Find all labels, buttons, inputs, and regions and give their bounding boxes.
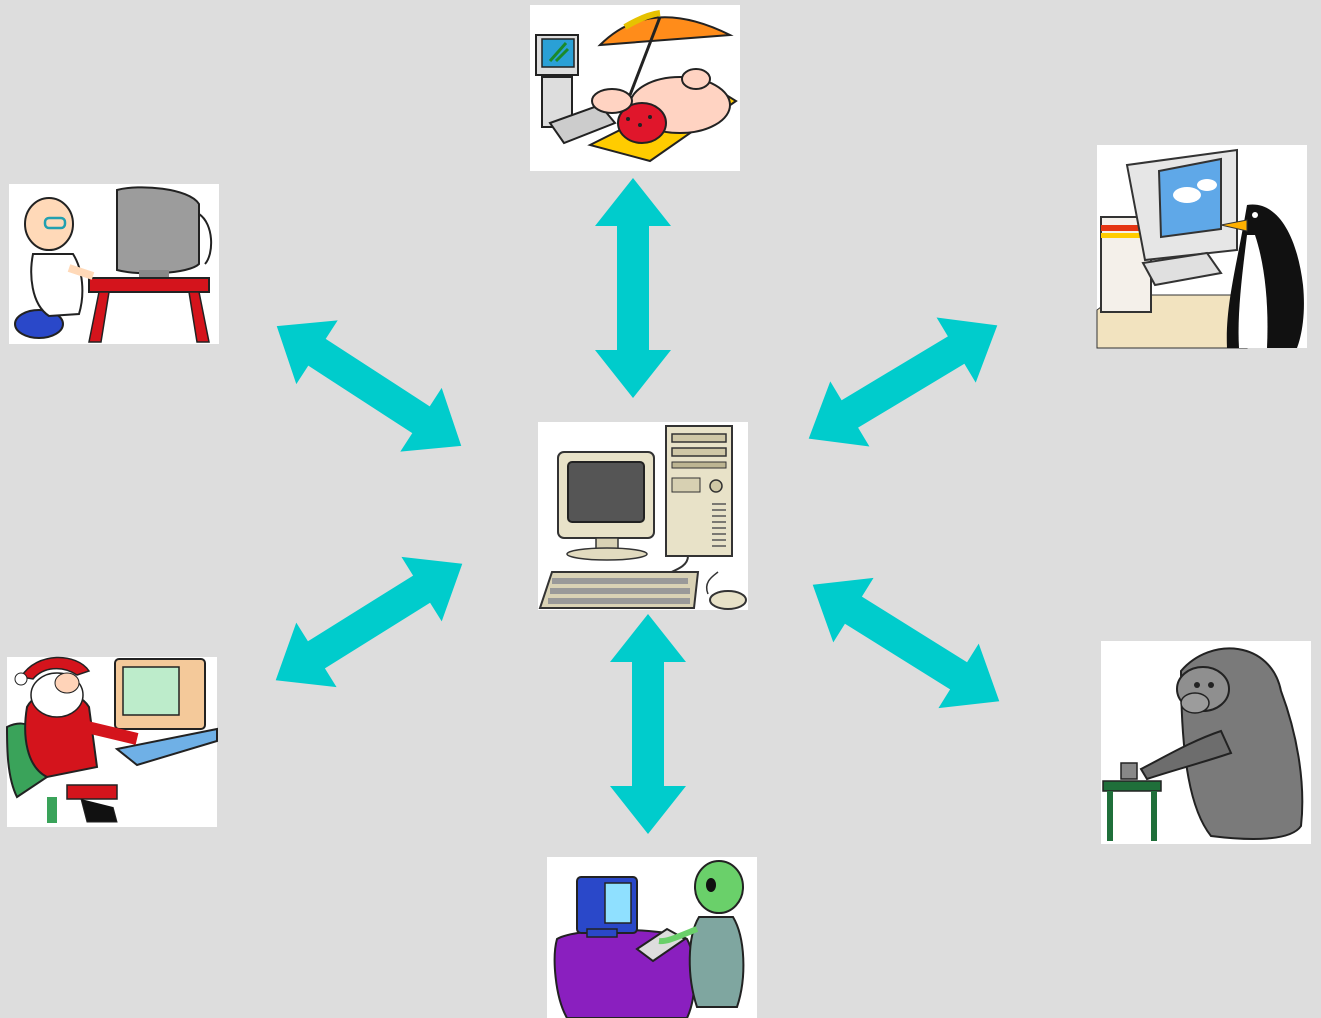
penguin-computer-icon [1096, 148, 1304, 349]
hub-computer [538, 422, 748, 610]
node-baby [9, 184, 219, 344]
alien-computer-icon [553, 860, 745, 1018]
baby-computer-icon [14, 186, 213, 343]
sunbather-laptop-icon [535, 10, 738, 163]
gorilla-computer-icon [1102, 647, 1304, 841]
santa-computer-icon [5, 656, 218, 823]
node-gorilla [1101, 641, 1311, 844]
desktop-computer-icon [538, 425, 747, 610]
node-penguin [1096, 145, 1307, 349]
node-santa [5, 656, 218, 827]
node-alien [547, 857, 757, 1018]
node-beach [530, 5, 740, 171]
